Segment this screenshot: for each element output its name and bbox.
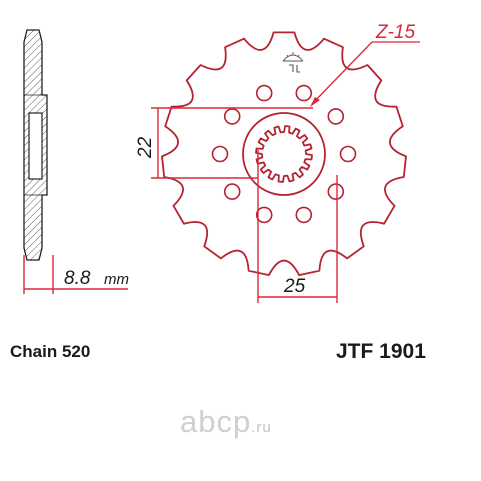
- bolt-hole: [223, 183, 241, 200]
- height-value: 22: [135, 136, 156, 159]
- spline-bore: [255, 125, 313, 183]
- teeth-callout: Z-15: [310, 22, 420, 107]
- bolt-hole: [327, 108, 345, 125]
- thickness-unit: mm: [104, 271, 129, 288]
- bolt-hole: [211, 145, 229, 163]
- bolt-hole: [223, 108, 241, 125]
- bolt-hole: [295, 206, 313, 224]
- bolt-hole: [339, 145, 357, 163]
- chain-label: Chain 520: [10, 342, 91, 361]
- bolt-hole: [255, 206, 273, 224]
- teeth-leader-arrow: [310, 97, 320, 107]
- hub-circle: [242, 112, 326, 196]
- height-dimension: 22: [135, 107, 313, 179]
- thickness-value: 8.8: [64, 268, 91, 289]
- bolt-hole: [255, 84, 273, 102]
- watermark: abcp.ru: [180, 404, 272, 440]
- manufacturer-logo: [282, 52, 304, 73]
- teeth-leader-line: [311, 41, 373, 105]
- watermark-tld: .ru: [251, 419, 272, 436]
- bolt-hole: [327, 183, 345, 200]
- side-profile-hub: [28, 112, 43, 180]
- side-profile: [23, 29, 48, 261]
- watermark-name: abcp: [180, 404, 252, 439]
- thickness-dimension: 8.8 mm: [23, 255, 129, 294]
- sprocket-front-view: [161, 31, 407, 276]
- width-dimension: 25: [257, 150, 338, 303]
- model-label: JTF 1901: [336, 340, 426, 363]
- bolt-hole: [295, 84, 313, 102]
- sprocket-outline: [161, 31, 407, 276]
- teeth-count-label: Z-15: [375, 22, 416, 43]
- bolt-holes: [211, 84, 357, 224]
- width-value: 25: [283, 276, 306, 297]
